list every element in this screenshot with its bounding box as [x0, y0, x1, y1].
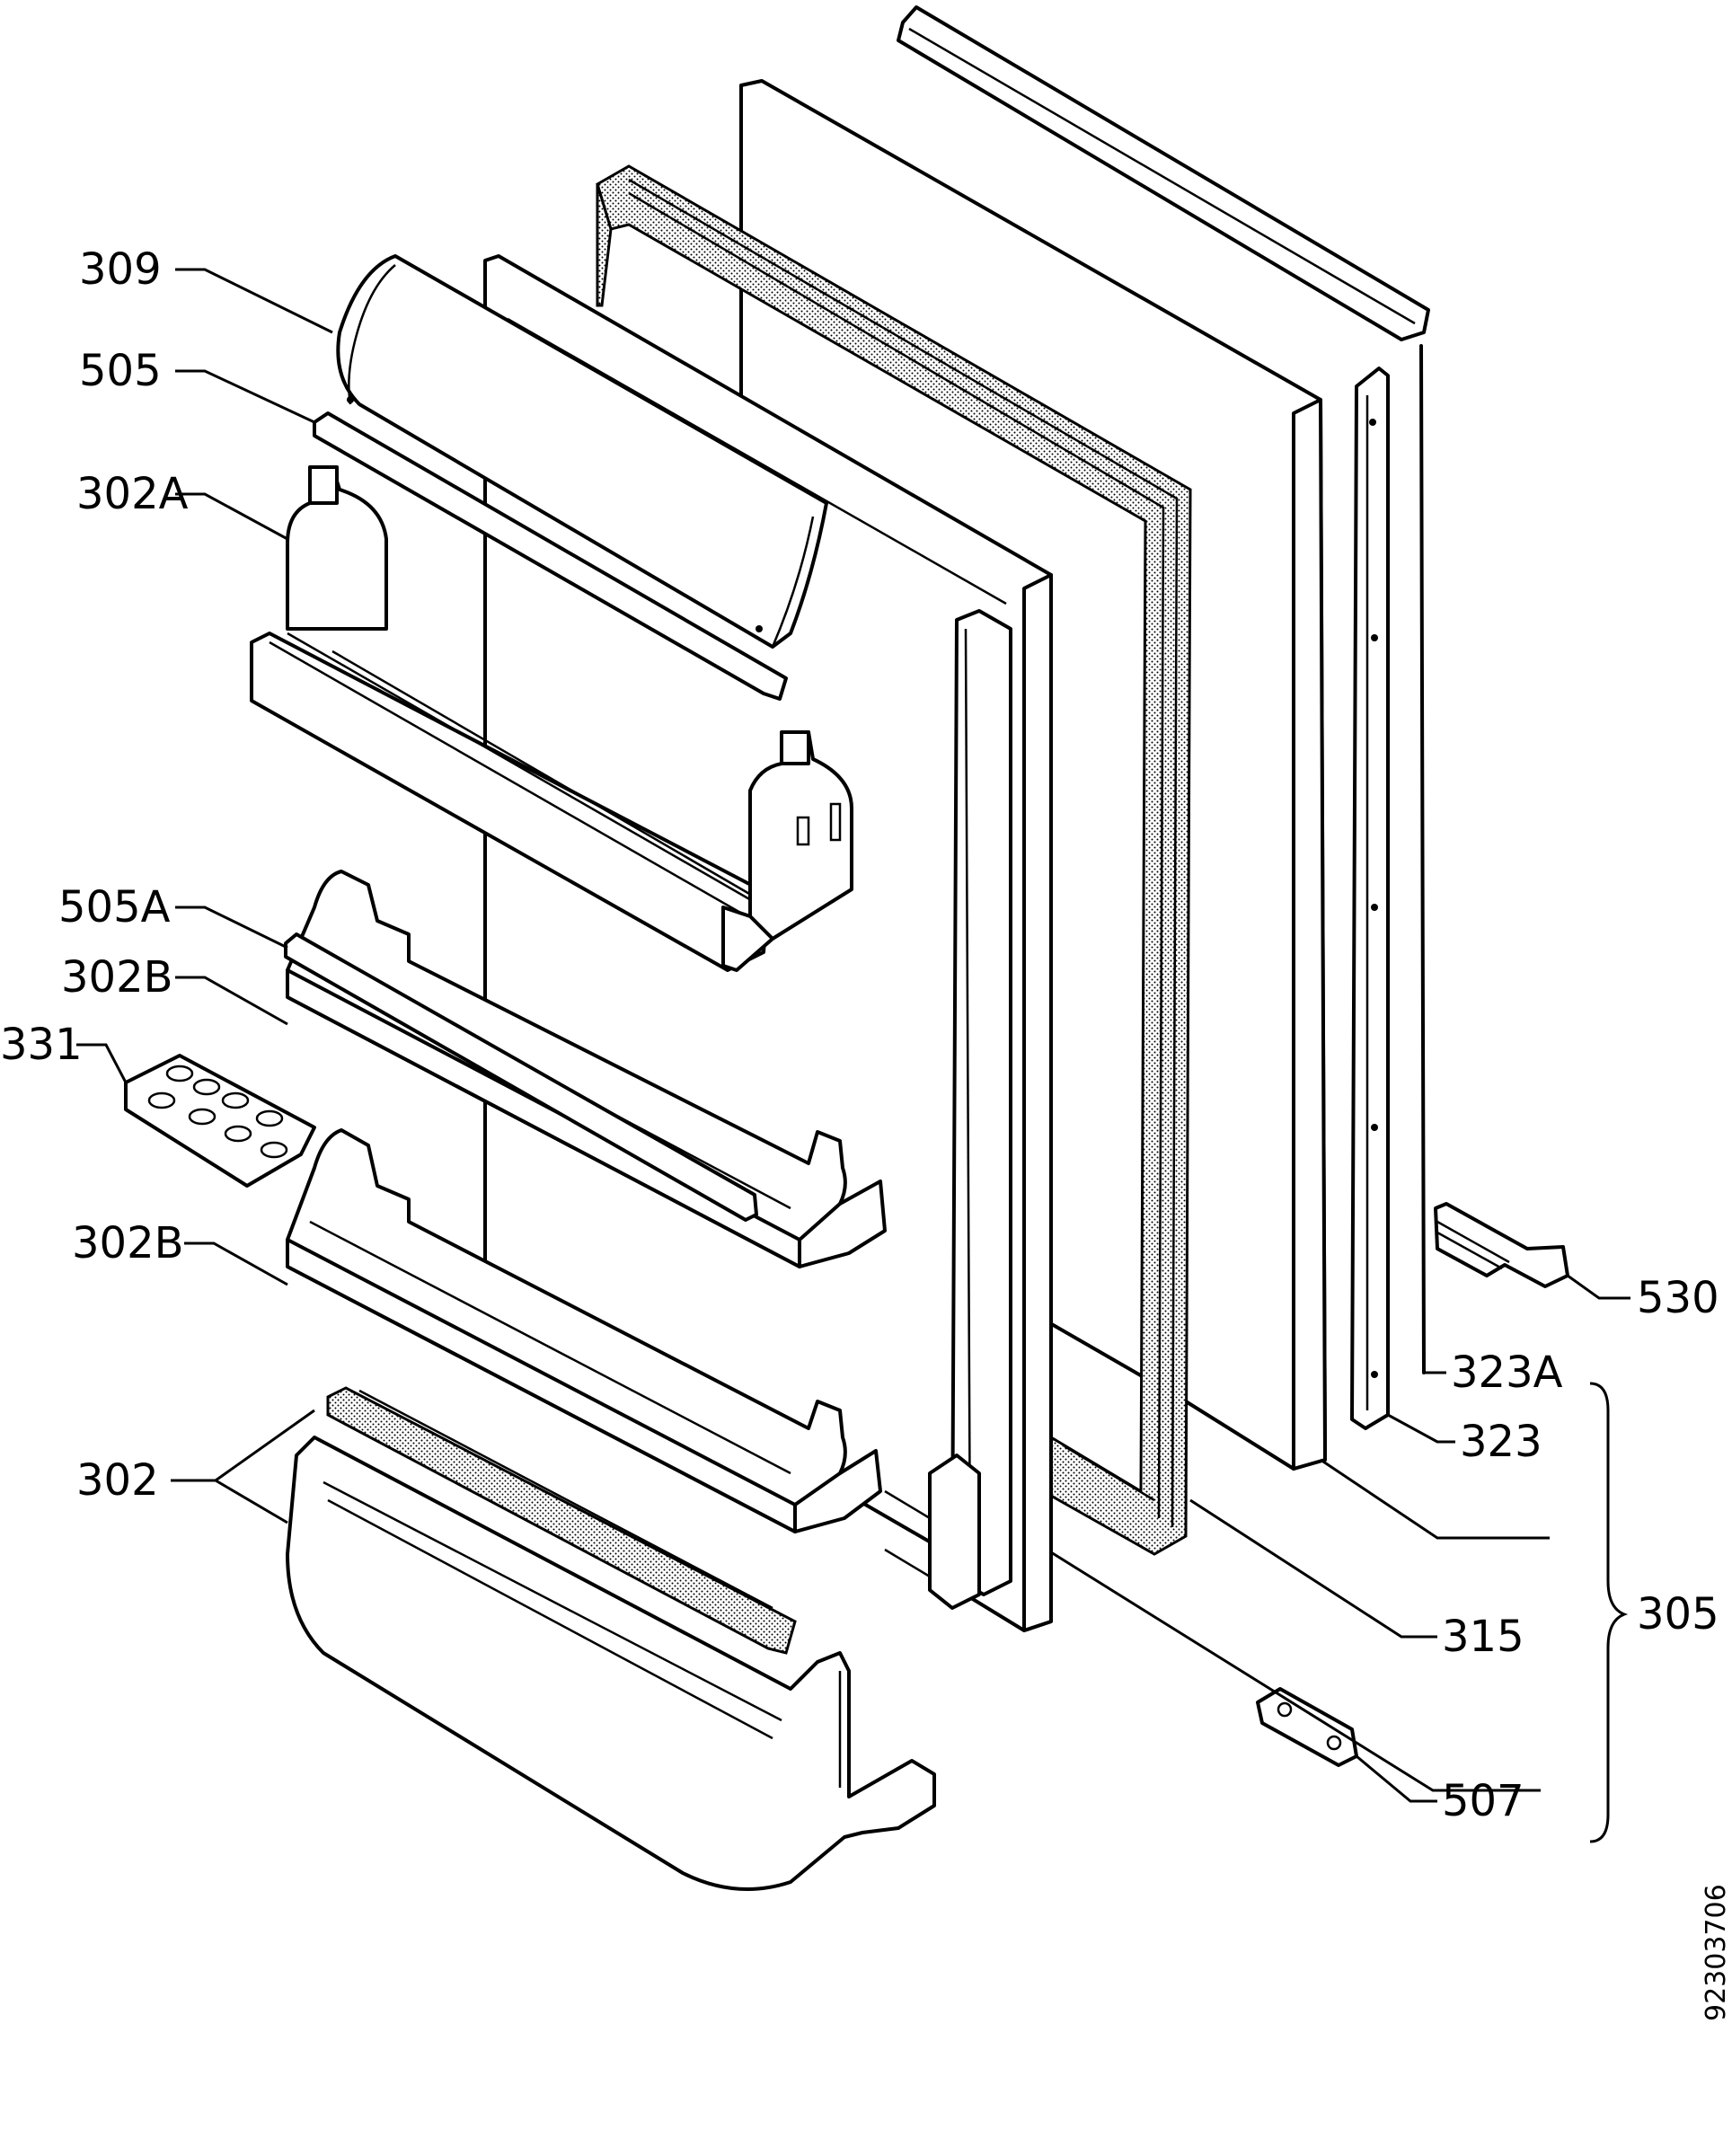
- callout-305: 305: [1637, 1589, 1719, 1639]
- top-trim-strip: [897, 5, 1430, 341]
- callout-323: 323: [1460, 1417, 1542, 1467]
- plug-part: [1434, 1202, 1569, 1288]
- leader-lines-right: [1050, 1274, 1630, 1843]
- callout-302A: 302A: [76, 469, 189, 519]
- callout-323A: 323A: [1451, 1348, 1563, 1398]
- callout-331: 331: [0, 1020, 83, 1070]
- document-number: 92303706: [1701, 1884, 1732, 2021]
- callout-530: 530: [1637, 1273, 1719, 1323]
- leader-lines-left: [76, 268, 333, 1524]
- hinge-rod: [1419, 344, 1426, 1374]
- bracket-part: [1256, 1687, 1358, 1767]
- callout-302B-bottom: 302B: [72, 1218, 184, 1268]
- callout-507: 507: [1442, 1776, 1524, 1826]
- callout-labels: 309 505 302A 505A 302B 331 302B 302 530 …: [0, 244, 1732, 2021]
- flap-hinge-rod: [313, 411, 788, 701]
- hinge-bar: [1350, 367, 1390, 1430]
- callout-302: 302: [76, 1455, 159, 1506]
- bottom-door-bin: [286, 1386, 936, 1891]
- callout-302B-top: 302B: [61, 952, 173, 1003]
- callout-505A: 505A: [58, 882, 171, 932]
- egg-tray: [124, 1054, 316, 1188]
- lower-door-shelf: [286, 1128, 882, 1533]
- callout-309: 309: [79, 244, 162, 295]
- top-door-shelf: [250, 465, 853, 972]
- callout-315: 315: [1442, 1612, 1524, 1662]
- callout-505: 505: [79, 346, 162, 396]
- flap-cover: [336, 254, 828, 649]
- middle-door-shelf: [284, 870, 887, 1268]
